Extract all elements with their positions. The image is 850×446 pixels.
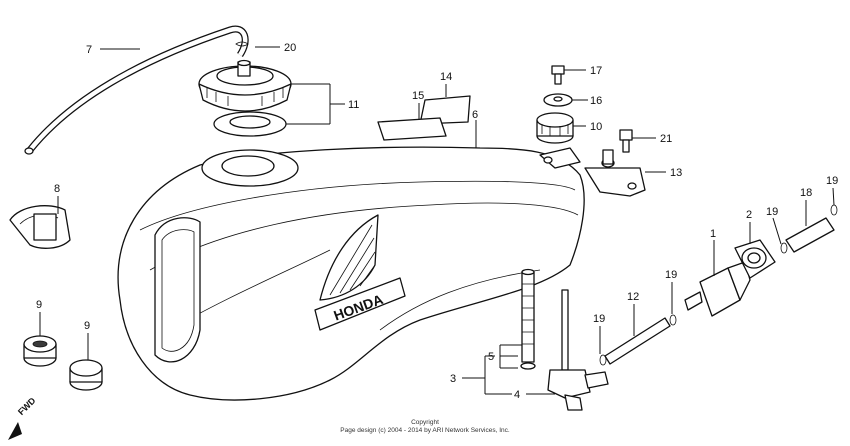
breather-hose-inner bbox=[28, 26, 248, 152]
callout-19c: 19 bbox=[593, 313, 605, 325]
callout-1: 1 bbox=[710, 228, 716, 240]
callout-15: 15 bbox=[412, 90, 424, 102]
callout-19b: 19 bbox=[665, 269, 677, 281]
callout-17: 17 bbox=[590, 65, 602, 77]
callout-20: 20 bbox=[284, 42, 296, 54]
fuel-tank: HONDA bbox=[117, 146, 585, 401]
bolt-17 bbox=[551, 65, 565, 85]
leader-lines bbox=[39, 46, 835, 395]
callout-8: 8 bbox=[54, 183, 60, 195]
callout-numbers: 7 20 11 14 15 6 17 16 10 21 13 8 9 9 5 3… bbox=[36, 42, 838, 401]
washer-16-hole bbox=[553, 96, 563, 102]
callout-9b: 9 bbox=[84, 320, 90, 332]
cushion-9a bbox=[23, 335, 57, 367]
callout-14: 14 bbox=[440, 71, 452, 83]
tube-18 bbox=[785, 217, 835, 253]
fuel-strainer bbox=[520, 268, 536, 370]
clip-19d bbox=[830, 204, 838, 216]
callout-11: 11 bbox=[348, 99, 359, 111]
decal-15 bbox=[377, 117, 447, 141]
copyright-title: Copyright bbox=[411, 419, 439, 426]
side-rubber bbox=[9, 205, 71, 249]
hose-clip bbox=[235, 41, 249, 47]
fwd-arrow bbox=[8, 422, 22, 440]
callout-19d: 19 bbox=[826, 175, 838, 187]
clip-19c bbox=[599, 354, 607, 366]
callout-16: 16 bbox=[590, 95, 602, 107]
fuel-cap bbox=[198, 59, 292, 112]
rubber-cushion bbox=[536, 112, 574, 144]
callout-13: 13 bbox=[670, 167, 682, 179]
bolt-21 bbox=[619, 129, 633, 153]
callout-18: 18 bbox=[800, 187, 812, 199]
callout-3: 3 bbox=[450, 373, 456, 385]
filter-holder bbox=[734, 239, 776, 279]
callout-10: 10 bbox=[590, 121, 602, 133]
callout-4: 4 bbox=[514, 389, 520, 401]
fuel-filter bbox=[684, 261, 751, 317]
decal-14 bbox=[419, 95, 471, 125]
fuel-tube bbox=[604, 317, 671, 365]
callout-6: 6 bbox=[472, 109, 478, 121]
callout-9a: 9 bbox=[36, 299, 42, 311]
hose-end bbox=[24, 147, 34, 155]
callout-12: 12 bbox=[627, 291, 639, 303]
callout-2: 2 bbox=[746, 209, 752, 221]
copyright-line: Page design (c) 2004 - 2014 by ARI Netwo… bbox=[340, 427, 510, 434]
cap-gasket bbox=[213, 111, 287, 137]
mount-bracket bbox=[584, 149, 646, 197]
callout-21: 21 bbox=[660, 133, 672, 145]
callout-5: 5 bbox=[488, 351, 494, 363]
cushion-9b bbox=[69, 359, 103, 391]
callout-7: 7 bbox=[86, 44, 92, 56]
clip-19a bbox=[780, 242, 788, 254]
fuel-cock bbox=[547, 289, 609, 411]
callout-19a: 19 bbox=[766, 206, 778, 218]
clip-19b bbox=[669, 314, 677, 326]
